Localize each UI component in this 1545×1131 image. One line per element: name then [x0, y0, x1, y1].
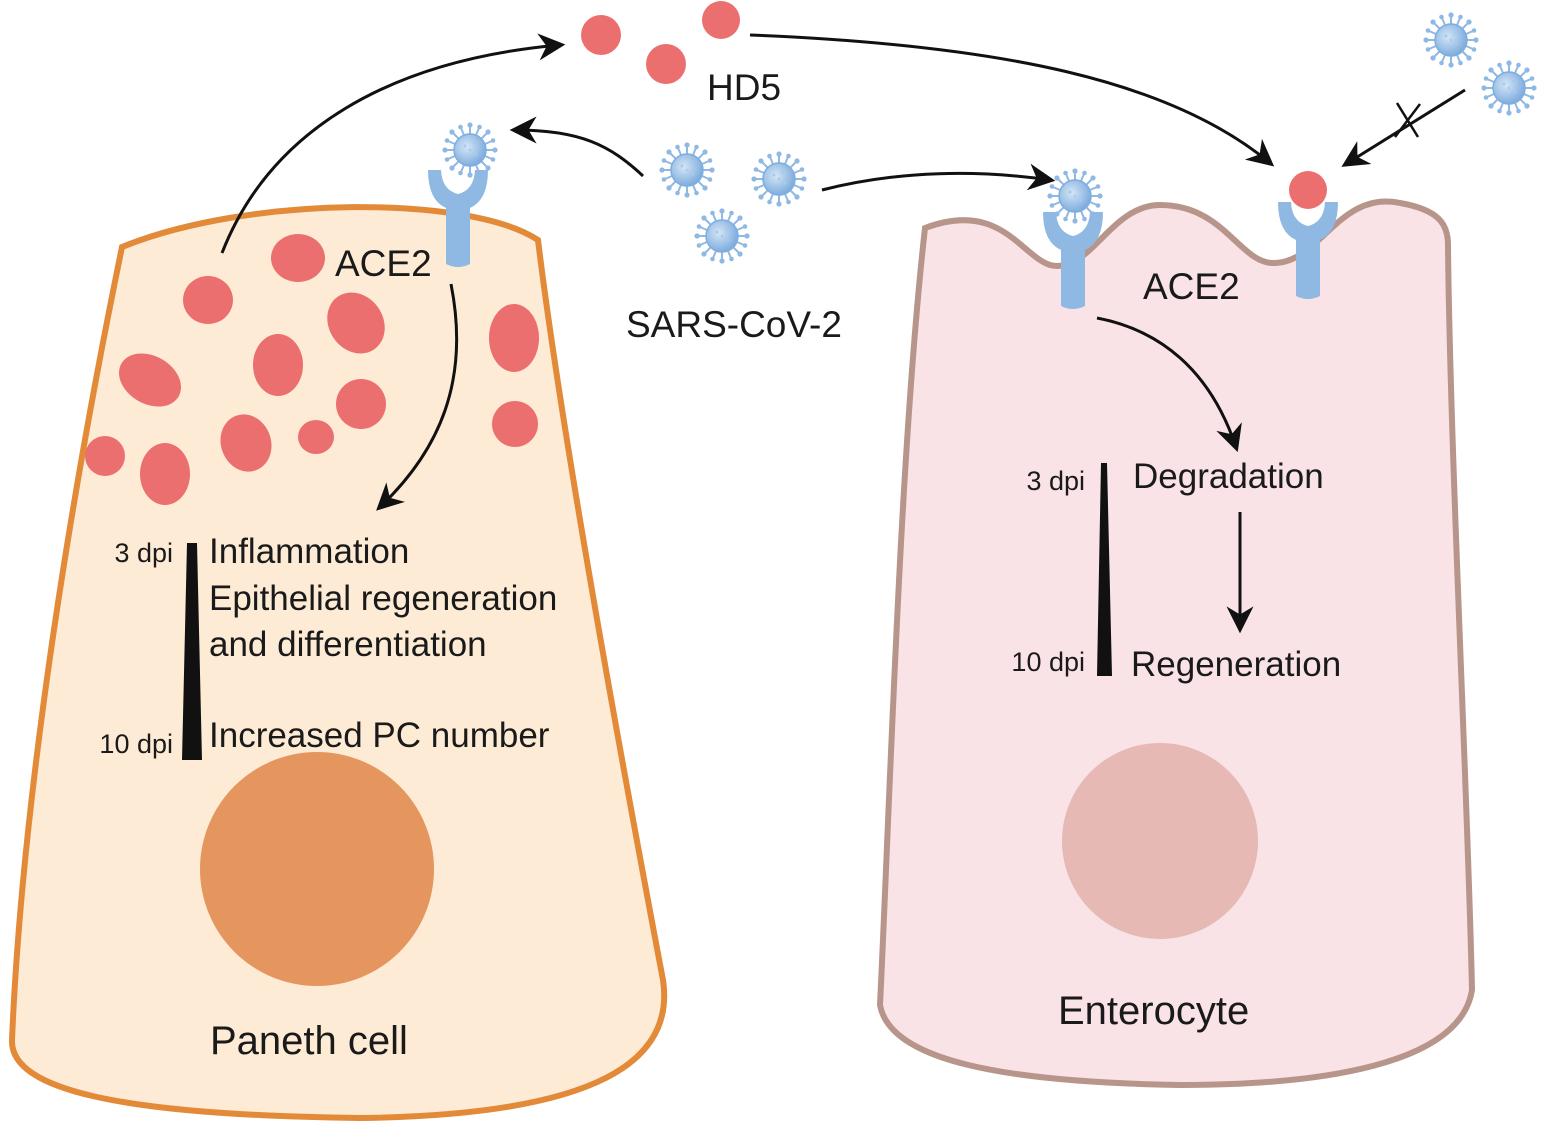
event-label: Regeneration: [1131, 645, 1341, 684]
enterocyte: ACE2 3 dpi 10 dpi Degradation Regenerati…: [876, 167, 1476, 1089]
hd5-granule-icon: [271, 234, 325, 282]
timeline-end-label: 10 dpi: [99, 729, 173, 759]
event-label: and differentiation: [209, 625, 487, 664]
timeline-wedge-left: [182, 543, 202, 760]
arrow-blocked-virus: [1341, 88, 1466, 167]
hd5-granule-icon: [119, 353, 181, 407]
virus-icon: [658, 141, 716, 199]
ace2-label-right: ACE2: [1143, 266, 1240, 307]
hd5-granule-icon: [253, 334, 303, 396]
timeline-start-label: 3 dpi: [1026, 466, 1085, 496]
hd5-granule-icon: [183, 276, 233, 324]
hd5-granule-icon: [220, 414, 272, 472]
virus-icon: [1046, 167, 1104, 225]
hd5-granule-icon: [492, 401, 538, 447]
ace2-label-left: ACE2: [335, 243, 432, 284]
block-cross-icon: [1394, 102, 1421, 138]
timeline-start-label: 3 dpi: [114, 538, 173, 568]
arrow-ace2-signal-left: [376, 283, 459, 511]
event-label: Inflammation: [209, 532, 409, 571]
virus-icon: [1422, 11, 1480, 69]
event-label: Epithelial regeneration: [209, 579, 557, 618]
hd5-granule-icon: [702, 1, 740, 39]
paneth-cell: ACE2 3 dpi 10 dpi Inflammation Epithelia…: [8, 121, 668, 1122]
hd5-label: HD5: [707, 67, 781, 108]
event-label: Increased PC number: [209, 716, 550, 755]
hd5-granule-icon: [646, 44, 686, 84]
virus-label: SARS-CoV-2: [626, 304, 842, 345]
hd5-granule-icon: [1289, 171, 1327, 209]
event-label: Degradation: [1133, 457, 1324, 496]
arrow-virus-to-enterocyte: [821, 163, 1056, 192]
enterocyte-title: Enterocyte: [1058, 989, 1249, 1033]
arrow-secretion: [220, 33, 566, 254]
hd5-granule-icon: [140, 443, 190, 505]
hd5-granule-icon: [298, 420, 334, 454]
timeline-wedge-right: [1097, 463, 1112, 676]
hd5-granule-icon: [336, 379, 386, 429]
virus-icon: [1480, 59, 1538, 117]
virus-icon: [693, 207, 751, 265]
arrows: [220, 33, 1466, 634]
enterocyte-nucleus: [1062, 743, 1258, 939]
virus-icon: [750, 150, 808, 208]
paneth-cell-title: Paneth cell: [210, 1019, 408, 1063]
hd5-granule-icon: [489, 304, 539, 372]
enterocyte-membrane: [876, 198, 1476, 1089]
hd5-granule-icon: [581, 15, 621, 55]
free-hd5: [581, 1, 740, 84]
arrow-virus-to-paneth: [509, 116, 645, 178]
hd5-granule-icon: [85, 436, 125, 476]
timeline-end-label: 10 dpi: [1011, 647, 1085, 677]
hd5-granule-icon: [327, 292, 385, 354]
arrow-hd5-to-receptor: [749, 33, 1275, 167]
arrow-ace2-signal-right: [1096, 316, 1242, 453]
virus-icon: [441, 121, 499, 179]
hd5-granules: [85, 234, 539, 505]
paneth-nucleus: [200, 752, 434, 986]
